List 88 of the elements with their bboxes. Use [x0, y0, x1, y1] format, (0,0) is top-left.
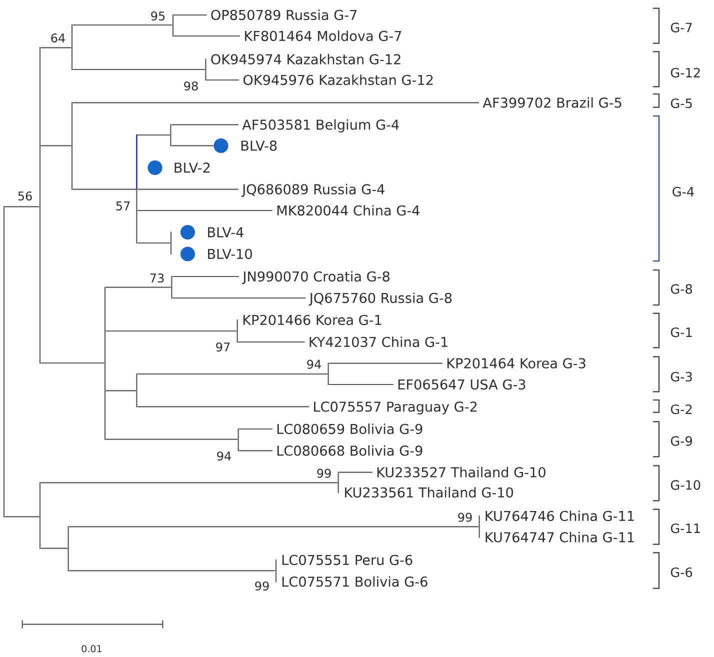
- genotype-label: G-4: [672, 186, 694, 197]
- bootstrap-value: 95: [151, 11, 165, 21]
- branch-line: [137, 210, 272, 212]
- taxon-label: BLV-4: [208, 227, 244, 238]
- taxon-label: AF399702 Brazil G-5: [482, 97, 622, 108]
- taxon-label: BLV-2: [174, 162, 210, 173]
- bootstrap-value: 94: [217, 451, 231, 461]
- branch-line: [72, 188, 136, 190]
- taxon-label: OK945974 Kazakhstan G-12: [211, 54, 400, 64]
- taxon-label: KF801464 Moldova G-7: [245, 30, 402, 42]
- bootstrap-value: 64: [51, 33, 65, 43]
- branch-line: [40, 548, 68, 549]
- genotype-label: G-6: [670, 567, 692, 578]
- branch-line: [171, 124, 238, 126]
- branch-line: [137, 406, 309, 408]
- branch-line: [174, 14, 207, 16]
- branch-line: [40, 145, 72, 146]
- taxon-label: KU233527 Thailand G-10: [377, 466, 546, 478]
- branch-line: [339, 472, 372, 473]
- taxon-label: OK945976 Kazakhstan G-12: [243, 74, 433, 86]
- branch-line: [206, 79, 239, 81]
- genotype-label: G-8: [670, 284, 692, 294]
- bootstrap-value: 94: [307, 360, 321, 369]
- bootstrap-value: 98: [184, 81, 198, 91]
- taxon-label: KU233561 Thailand G-10: [345, 487, 514, 498]
- branch-line: [72, 68, 205, 70]
- branch-line: [238, 341, 305, 343]
- genotype-label: G-3: [670, 372, 692, 382]
- branch-line: [171, 145, 214, 146]
- scale-label: 0.01: [82, 645, 102, 652]
- taxon-label: LC080668 Bolivia G-9: [277, 445, 422, 456]
- taxon-label: MK820044 China G-4: [277, 205, 420, 216]
- branch-line: [137, 242, 170, 244]
- taxon-label: OP850789 Russia G-7: [211, 10, 357, 20]
- branch-line: [172, 297, 306, 299]
- taxon-label: AF503581 Belgium G-4: [242, 119, 399, 132]
- branch-line: [69, 570, 276, 572]
- taxon-label: KU764746 China G-11: [486, 510, 634, 522]
- branch-line: [72, 102, 479, 104]
- taxon-label: BLV-10: [208, 248, 252, 260]
- taxon-label: LC075557 Paraguay G-2: [314, 402, 477, 414]
- branch-line: [137, 373, 328, 375]
- bootstrap-value: 56: [18, 191, 32, 201]
- taxon-label: BLV-8: [241, 140, 277, 151]
- branch-line: [40, 362, 104, 364]
- branch-line: [137, 188, 238, 190]
- branch-line: [106, 438, 238, 440]
- taxon-label: JN990070 Croatia G-8: [242, 271, 390, 284]
- branch-line: [239, 450, 272, 452]
- taxon-label: EF065647 USA G-3: [398, 379, 526, 390]
- branch-line: [106, 330, 237, 332]
- bootstrap-value: 57: [116, 202, 130, 210]
- taxon-label: KY421037 China G-1: [310, 336, 448, 348]
- branch-line: [329, 362, 442, 364]
- taxon-label: JQ686089 Russia G-4: [241, 184, 384, 197]
- taxon-label: KU764747 China G-11: [486, 532, 634, 542]
- genotype-label: G-10: [670, 480, 700, 490]
- branch-line: [174, 35, 240, 37]
- branch-line: [106, 286, 171, 288]
- branch-line: [72, 24, 172, 26]
- branch-line: [40, 482, 338, 484]
- taxon-label: KP201464 Korea G-3: [447, 358, 586, 368]
- branch-line: [137, 134, 170, 136]
- branch-line: [40, 47, 72, 48]
- branch-line: [106, 390, 136, 392]
- genotype-label: G-5: [670, 98, 692, 108]
- taxon-label: LC080659 Bolivia G-9: [277, 424, 422, 434]
- branch-line: [4, 206, 40, 208]
- branch-line: [239, 428, 272, 430]
- genotype-label: G-12: [670, 68, 700, 78]
- taxon-label: JQ675760 Russia G-8: [308, 292, 452, 306]
- taxon-label: LC075571 Bolivia G-6: [282, 576, 428, 587]
- bootstrap-value: 73: [150, 273, 164, 283]
- branch-line: [329, 384, 394, 386]
- genotype-label: G-2: [670, 404, 692, 414]
- taxon-label: LC075551 Peru G-6: [282, 554, 412, 566]
- bootstrap-value: 99: [317, 468, 331, 478]
- genotype-label: G-7: [670, 22, 692, 32]
- taxon-label: KP201466 Korea G-1: [243, 314, 382, 326]
- branch-line: [69, 526, 479, 528]
- genotype-label: G-11: [670, 523, 700, 534]
- bootstrap-value: 99: [255, 581, 269, 591]
- genotype-label: G-9: [670, 436, 692, 446]
- genotype-label: G-1: [670, 327, 692, 338]
- branch-line: [172, 276, 239, 278]
- bootstrap-value: 99: [458, 512, 472, 522]
- branch-line: [4, 516, 40, 518]
- bootstrap-value: 97: [216, 342, 230, 352]
